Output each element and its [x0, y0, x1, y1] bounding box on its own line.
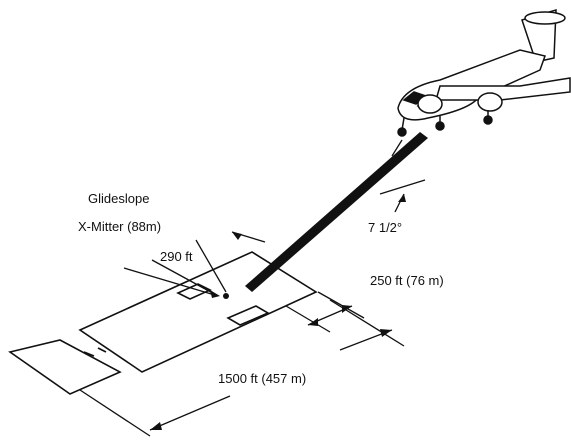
arrowhead: [232, 232, 242, 240]
glideslope-leader: [195, 239, 227, 293]
width-extension-left: [285, 305, 331, 333]
transmitter-dot: [223, 293, 229, 299]
pad-tick: [97, 347, 107, 353]
arrowhead: [398, 194, 406, 202]
angle-reference-line: [379, 179, 426, 195]
width-label: 250 ft (76 m): [370, 273, 444, 288]
glideslope-label: Glideslope: [88, 191, 149, 206]
overrun-pad: [8, 339, 122, 395]
arrowhead: [380, 329, 392, 337]
angle-label: 7 1/2°: [368, 220, 402, 235]
engine-right: [477, 92, 503, 112]
tail-disc: [524, 11, 566, 25]
pad-tick: [83, 351, 95, 357]
dimension-lines: [79, 139, 426, 437]
runway-inner-marker-left: [176, 283, 212, 300]
offset-label: 290 ft: [160, 249, 193, 264]
runway-outline: [78, 251, 318, 373]
beam-shaft: [245, 132, 428, 292]
arrowheads: [150, 194, 406, 430]
arrowhead: [308, 318, 318, 326]
width-extension-right: [317, 291, 365, 319]
airplane-icon: [397, 8, 571, 137]
arrowhead: [342, 305, 352, 313]
offset-arrow-line: [151, 259, 219, 297]
runway-inner-marker-right: [226, 305, 270, 326]
glideslope-beam: [223, 132, 428, 299]
engine-left: [417, 94, 443, 114]
length-label: 1500 ft (457 m): [218, 371, 306, 386]
transmitter-label: X-Mitter (88m): [78, 219, 161, 234]
beam-top-tick: [391, 139, 403, 157]
arrowhead: [210, 290, 220, 298]
gear-wheel: [435, 121, 445, 131]
runway: [8, 251, 318, 395]
arrowhead: [150, 422, 162, 430]
length-extension-left: [79, 389, 151, 437]
length-dimension-lower: [149, 395, 231, 431]
gear-wheel: [397, 127, 407, 137]
gear-wheel: [483, 115, 493, 125]
offset-line-mid: [123, 267, 219, 297]
